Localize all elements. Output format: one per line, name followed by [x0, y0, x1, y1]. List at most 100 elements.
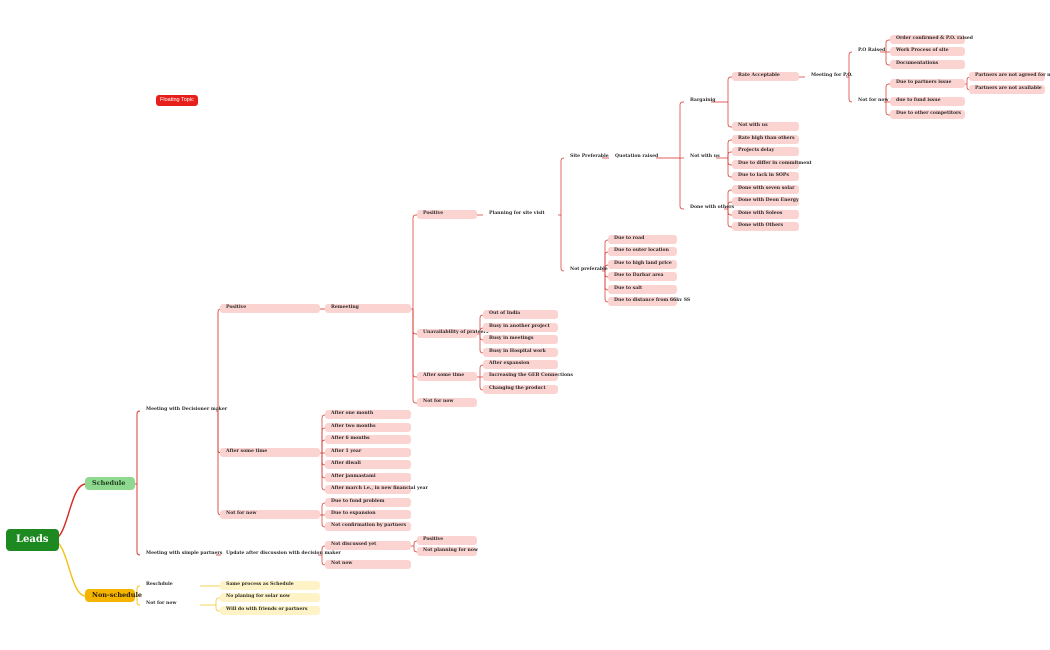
- connector-branch: [885, 83, 890, 102]
- connector-branch: [136, 410, 141, 484]
- connector-branch: [412, 309, 417, 378]
- topic-busy-in-hospital-work[interactable]: Busy in Hospital work: [483, 348, 558, 357]
- topic-will-do-with-friends[interactable]: Will do with friends or partners: [220, 606, 320, 615]
- connector-branch: [479, 377, 484, 391]
- topic-planning-for-site-visit[interactable]: Planning for site visit: [489, 211, 545, 216]
- topic-reschdule[interactable]: Reschdule: [146, 582, 173, 587]
- connector-branch: [479, 364, 484, 377]
- connector-branch: [321, 453, 326, 491]
- topic-due-to-fund-issue[interactable]: due to fund issue: [890, 97, 965, 106]
- topic-meeting-with-simple-partners[interactable]: Meeting with simple partners: [146, 551, 223, 556]
- floating-topic[interactable]: Floating Topic: [156, 95, 198, 106]
- topic-update-after-discussion[interactable]: Update after discussion with decision ma…: [226, 551, 341, 556]
- topic-due-to-salt[interactable]: Due to salt: [608, 285, 677, 294]
- topic-done-with-seven-solar[interactable]: Done with seven solar: [732, 185, 799, 194]
- topic-not-discussed-yet[interactable]: Not discussed yet: [325, 541, 411, 550]
- topic-partners-not-agreed[interactable]: Partners are not agreed for now: [969, 72, 1050, 81]
- topic-increasing-geb-connections[interactable]: Increasing the GEB Connections: [483, 372, 573, 381]
- topic-after-march[interactable]: After march i.e., in new financial year: [325, 485, 428, 494]
- topic-remeeting[interactable]: Remeeting: [325, 304, 411, 313]
- topic-changing-the-product[interactable]: Changing the product: [483, 385, 558, 394]
- topic-due-to-outer-location[interactable]: Due to outer location: [608, 247, 677, 256]
- main-topic-schedule[interactable]: Schedule: [85, 477, 135, 490]
- topic-unavailability-of-prateers[interactable]: Unavailability of prateers: [417, 329, 489, 338]
- topic-positive[interactable]: Positive: [220, 304, 320, 313]
- root-topic-leads[interactable]: Leads: [6, 529, 59, 551]
- topic-not-planning-for-now[interactable]: Not planning for now: [417, 547, 478, 556]
- topic-due-to-differ-in-commitment[interactable]: Due to differ in commitment: [732, 160, 812, 169]
- topic-after-1-year[interactable]: After 1 year: [325, 448, 411, 457]
- topic-after-some-time[interactable]: After some time: [220, 448, 320, 457]
- connector-branch: [217, 308, 222, 411]
- connector-branch: [321, 502, 326, 515]
- topic-after-one-month[interactable]: After one month: [325, 410, 411, 419]
- topic-projects-delay[interactable]: Projects delay: [732, 147, 799, 156]
- topic-not-now[interactable]: Not now: [325, 560, 411, 569]
- topic-non-schedule-not-for-now[interactable]: Not for now: [146, 601, 177, 606]
- topic-order-confirmed[interactable]: Order confirmed & P.O. raised: [890, 35, 973, 44]
- topic-not-with-us[interactable]: Not with us: [690, 154, 720, 159]
- connector-branch: [560, 215, 565, 272]
- topic-remeeting-after-some-time[interactable]: After some time: [417, 372, 477, 381]
- connector-branch: [679, 101, 684, 158]
- topic-documentations[interactable]: Documentations: [890, 60, 965, 69]
- connector-branch: [412, 309, 417, 404]
- topic-bargaining-not-with-us[interactable]: Not with us: [732, 122, 799, 131]
- connector-branch: [321, 515, 326, 528]
- topic-site-preferable[interactable]: Site Preferable: [570, 154, 609, 159]
- topic-due-to-other-competitors[interactable]: Due to other competitors: [890, 110, 965, 119]
- topic-rate-acceptable[interactable]: Rate Acceptable: [732, 72, 799, 81]
- topic-not-for-now[interactable]: Not for now: [220, 510, 320, 519]
- topic-po-raised[interactable]: P.O Raised: [858, 48, 886, 53]
- topic-remeeting-not-for-now[interactable]: Not for now: [417, 398, 477, 407]
- connector-branch: [604, 271, 609, 303]
- topic-quotation-raised[interactable]: Quotation raised: [615, 154, 659, 159]
- connector-branch: [136, 596, 141, 606]
- topic-due-to-lack-in-sops[interactable]: Due to lack in SOPs: [732, 172, 799, 181]
- connector-branch: [679, 158, 684, 210]
- topic-busy-in-another-project[interactable]: Busy in another project: [483, 323, 558, 332]
- topic-due-to-high-land-price[interactable]: Due to high land price: [608, 260, 677, 269]
- topic-done-with-soleos[interactable]: Done with Soleos: [732, 210, 799, 219]
- topic-work-process-of-site[interactable]: Work Process of site: [890, 47, 965, 56]
- topic-done-with-deon-energy[interactable]: Done with Deon Energy: [732, 197, 799, 206]
- topic-out-of-india[interactable]: Out of India: [483, 310, 558, 319]
- connector-branch: [479, 327, 484, 334]
- topic-after-expansion[interactable]: After expansion: [483, 360, 558, 369]
- topic-due-to-darbar-area[interactable]: Due to Darbar area: [608, 272, 677, 281]
- topic-same-process-as-schedule[interactable]: Same process as Schedule: [220, 581, 320, 590]
- topic-not-confirmation-by-partners[interactable]: Not confirmation by partners: [325, 522, 411, 531]
- topic-positive-partner[interactable]: Positive: [417, 536, 477, 545]
- connector-branch: [321, 427, 326, 453]
- topic-no-planing-for-solar[interactable]: No planing for solar now: [220, 593, 320, 602]
- connector-branch: [321, 439, 326, 453]
- topic-due-to-distance-from-ss[interactable]: Due to distance from 66kv SS: [608, 297, 690, 306]
- connector-branch: [217, 411, 222, 454]
- connector-branch: [848, 77, 853, 103]
- topic-after-diwali[interactable]: After diwali: [325, 460, 411, 469]
- topic-po-not-for-now[interactable]: Not for now: [858, 98, 889, 103]
- topic-meeting-for-po[interactable]: Meeting for P.O.: [811, 73, 853, 78]
- topic-done-with-others-leaf[interactable]: Done with Others: [732, 222, 799, 231]
- topic-busy-in-meetings[interactable]: Busy in meetings: [483, 335, 558, 344]
- topic-meeting-with-decision-maker[interactable]: Meeting with Decisioner maker: [146, 407, 228, 412]
- main-topic-non-schedule[interactable]: Non-schedule: [85, 589, 142, 602]
- connector-branch: [727, 76, 732, 102]
- connector-branch: [479, 314, 484, 334]
- topic-bargaining[interactable]: Bargainig: [690, 98, 716, 103]
- topic-due-to-fund-problem[interactable]: Due to fund problem: [325, 498, 411, 507]
- topic-not-preferable[interactable]: Not preferable: [570, 267, 608, 272]
- topic-rate-high-than-others[interactable]: Rate high than others: [732, 135, 799, 144]
- topic-done-with-others[interactable]: Done with others: [690, 205, 735, 210]
- topic-after-two-months[interactable]: After two months: [325, 423, 411, 432]
- topic-after-6-months[interactable]: After 6 months: [325, 435, 411, 444]
- topic-due-to-expansion[interactable]: Due to expansion: [325, 510, 411, 519]
- topic-due-to-road[interactable]: Due to road: [608, 235, 677, 244]
- topic-due-to-partners-issue[interactable]: Due to partners issue: [890, 79, 965, 88]
- topic-remeeting-positive[interactable]: Positive: [417, 210, 477, 219]
- connector-branch: [412, 214, 417, 309]
- topic-partners-not-available[interactable]: Partners are not available: [969, 85, 1045, 94]
- topic-after-janmastami[interactable]: After janmastami: [325, 473, 411, 482]
- connector-branch: [727, 139, 732, 158]
- connector-branch: [560, 157, 565, 215]
